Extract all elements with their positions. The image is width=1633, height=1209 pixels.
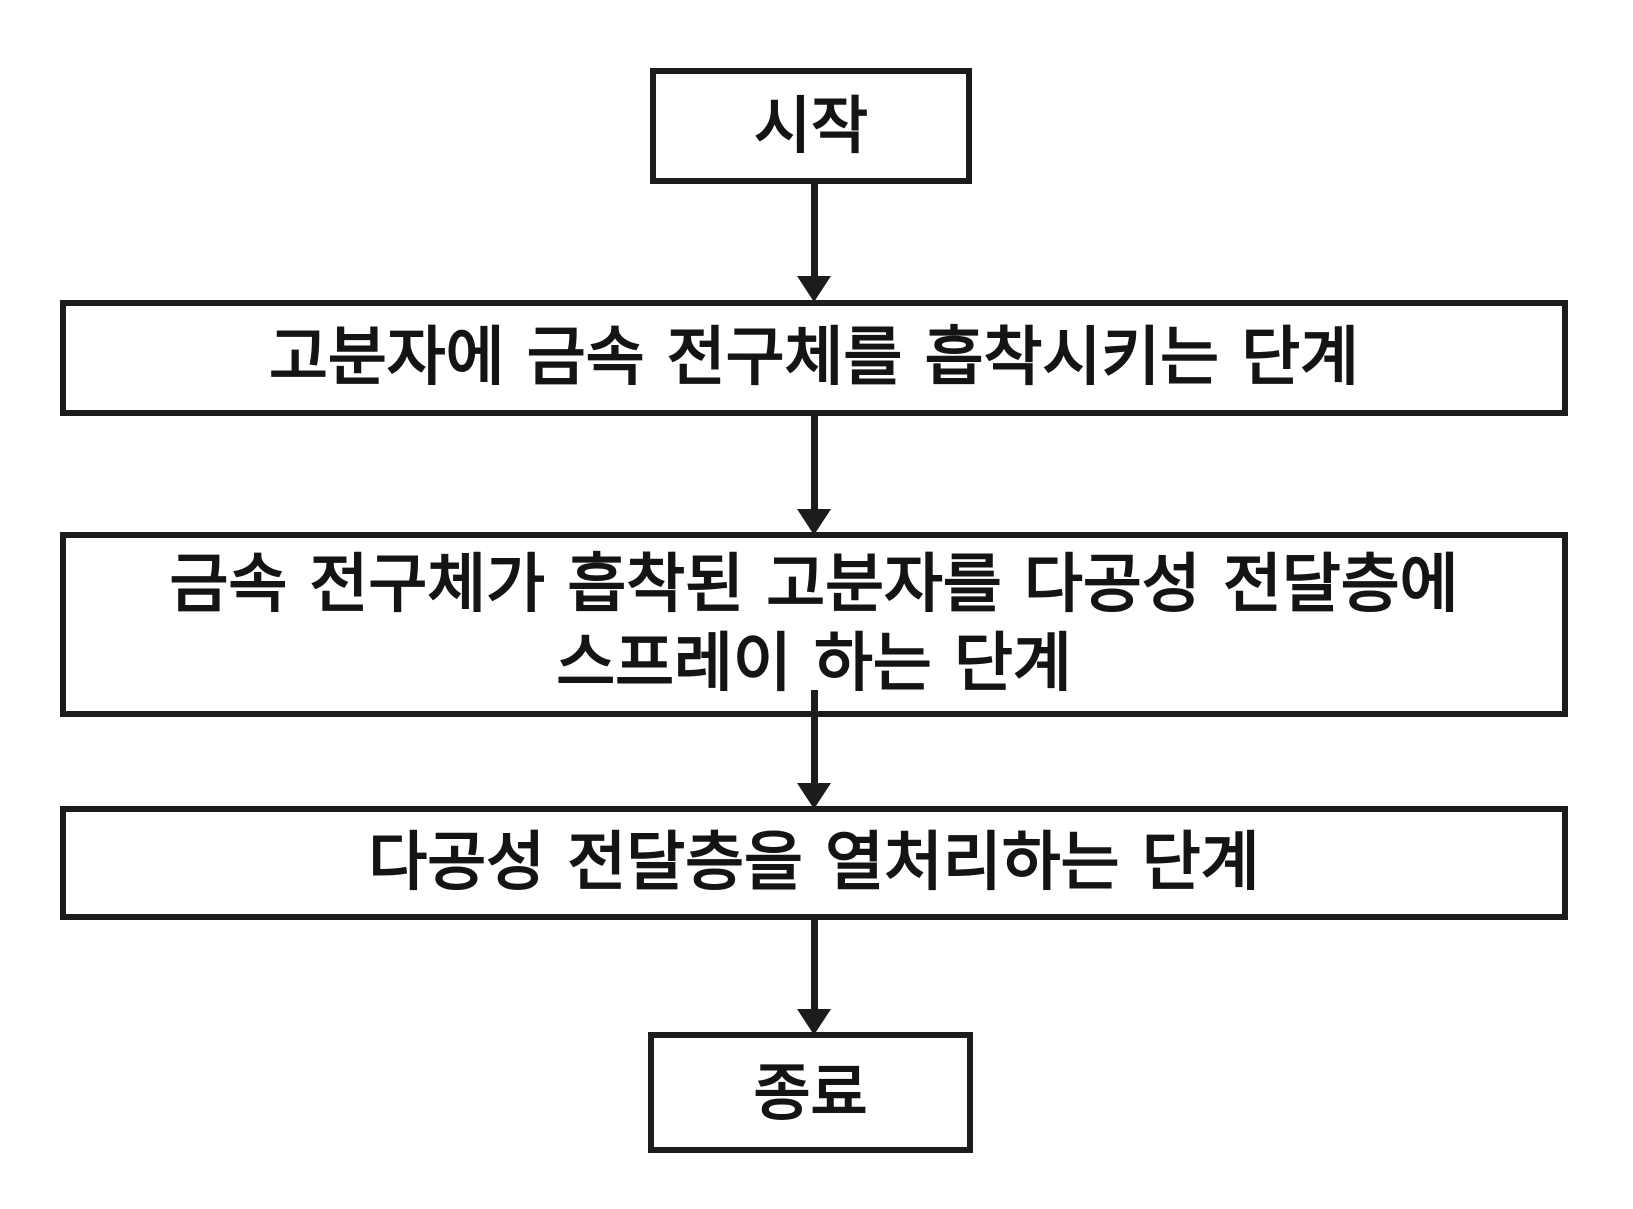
arrow-line [810,690,818,785]
flow-node-end-label: 종료 [753,1055,868,1129]
flow-arrow-start-to-adsorb [797,183,831,302]
arrow-head-icon [797,509,831,535]
arrow-line [810,918,818,1011]
arrow-head-icon [797,1009,831,1035]
flow-node-spray-label-line2: 스프레이 하는 단계 [556,626,1072,701]
flow-node-heat-treatment-step: 다공성 전달층을 열처리하는 단계 [60,806,1568,920]
flow-node-spray-step: 금속 전구체가 흡착된 고분자를 다공성 전달층에 스프레이 하는 단계 [60,532,1568,717]
flow-arrow-spray-to-heat [797,690,831,809]
arrow-line [810,414,818,511]
arrow-head-icon [797,783,831,809]
arrow-head-icon [797,276,831,302]
flow-arrow-heat-to-end [797,918,831,1035]
flow-node-adsorb-step: 고분자에 금속 전구체를 흡착시키는 단계 [60,300,1568,416]
flow-arrow-adsorb-to-spray [797,414,831,535]
flow-node-spray-label-line1: 금속 전구체가 흡착된 고분자를 다공성 전달층에 [169,548,1459,623]
flow-node-heat-label: 다공성 전달층을 열처리하는 단계 [368,825,1260,900]
flow-node-start-label: 시작 [753,89,869,163]
arrow-line [810,183,818,278]
flow-node-end: 종료 [648,1032,973,1153]
flow-node-start: 시작 [650,68,972,184]
flow-node-adsorb-label: 고분자에 금속 전구체를 흡착시키는 단계 [268,320,1360,395]
